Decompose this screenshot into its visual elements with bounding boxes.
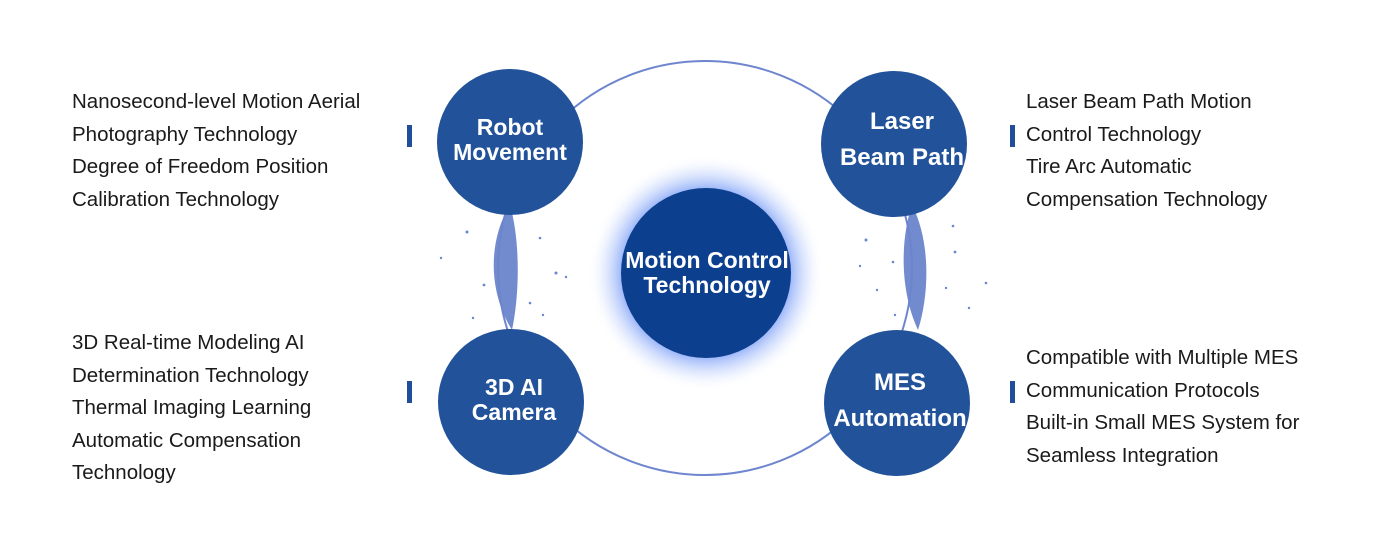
laser-label-line-1: Laser xyxy=(869,108,935,135)
connector-right xyxy=(903,205,927,330)
robot-desc-line: Photography Technology xyxy=(72,122,298,146)
sparkle-dots xyxy=(439,224,988,320)
center-label: Motion Control Technology xyxy=(625,248,789,298)
laser-description: Laser Beam Path Motion Control Technolog… xyxy=(1026,86,1267,216)
3d-ai-camera-label: 3D AI Camera xyxy=(472,375,556,425)
mes-automation-label: MES Automation xyxy=(833,365,966,437)
mes-desc-line: Seamless Integration xyxy=(1026,443,1219,467)
robot-description: Nanosecond-level Motion Aerial Photograp… xyxy=(72,86,360,216)
marker-camera xyxy=(407,381,412,403)
robot-desc-line: Nanosecond-level Motion Aerial xyxy=(72,90,361,113)
laser-label-line-2: Beam Path xyxy=(839,144,965,171)
camera-desc-line: 3D Real-time Modeling AI xyxy=(72,331,305,354)
laser-desc-line: Laser Beam Path Motion xyxy=(1026,90,1252,113)
laser-desc-line: Tire Arc Automatic xyxy=(1026,155,1192,178)
node-mes-automation xyxy=(824,330,970,476)
mes-desc-line: Communication Protocols xyxy=(1026,378,1260,402)
robot-desc-line: Calibration Technology xyxy=(72,187,280,211)
camera-label-line-2: Camera xyxy=(471,399,557,425)
camera-description: 3D Real-time Modeling AI Determination T… xyxy=(72,327,311,490)
marker-robot xyxy=(407,125,412,147)
center-label-line-1: Motion Control xyxy=(625,247,789,273)
node-robot-movement xyxy=(437,69,583,215)
camera-desc-line: Technology xyxy=(72,461,176,484)
mes-label-line-1: MES xyxy=(873,369,926,396)
mes-description: Compatible with Multiple MES Communicati… xyxy=(1026,342,1299,472)
node-laser-beam-path xyxy=(821,71,967,217)
mes-label-line-2: Automation xyxy=(833,405,967,432)
laser-desc-line: Control Technology xyxy=(1026,122,1202,146)
laser-beam-path-label: Laser Beam Path xyxy=(840,104,964,176)
connector-left xyxy=(493,205,518,330)
robot-desc-line: Degree of Freedom Position xyxy=(72,155,329,178)
marker-laser xyxy=(1010,125,1015,147)
camera-label-line-1: 3D AI xyxy=(485,374,543,400)
center-label-line-2: Technology xyxy=(643,272,771,298)
laser-desc-line: Compensation Technology xyxy=(1026,187,1268,211)
node-3d-ai-camera xyxy=(438,329,584,475)
marker-mes xyxy=(1010,381,1015,403)
mes-desc-line: Built-in Small MES System for xyxy=(1026,411,1300,434)
center-circle xyxy=(621,188,791,358)
robot-movement-label: Robot Movement xyxy=(453,115,567,165)
camera-desc-line: Determination Technology xyxy=(72,363,309,387)
camera-desc-line: Thermal Imaging Learning xyxy=(72,396,312,419)
robot-label-line-2: Movement xyxy=(453,139,567,165)
robot-label-line-1: Robot xyxy=(476,114,544,140)
mes-desc-line: Compatible with Multiple MES xyxy=(1026,346,1299,369)
camera-desc-line: Automatic Compensation xyxy=(72,428,302,452)
